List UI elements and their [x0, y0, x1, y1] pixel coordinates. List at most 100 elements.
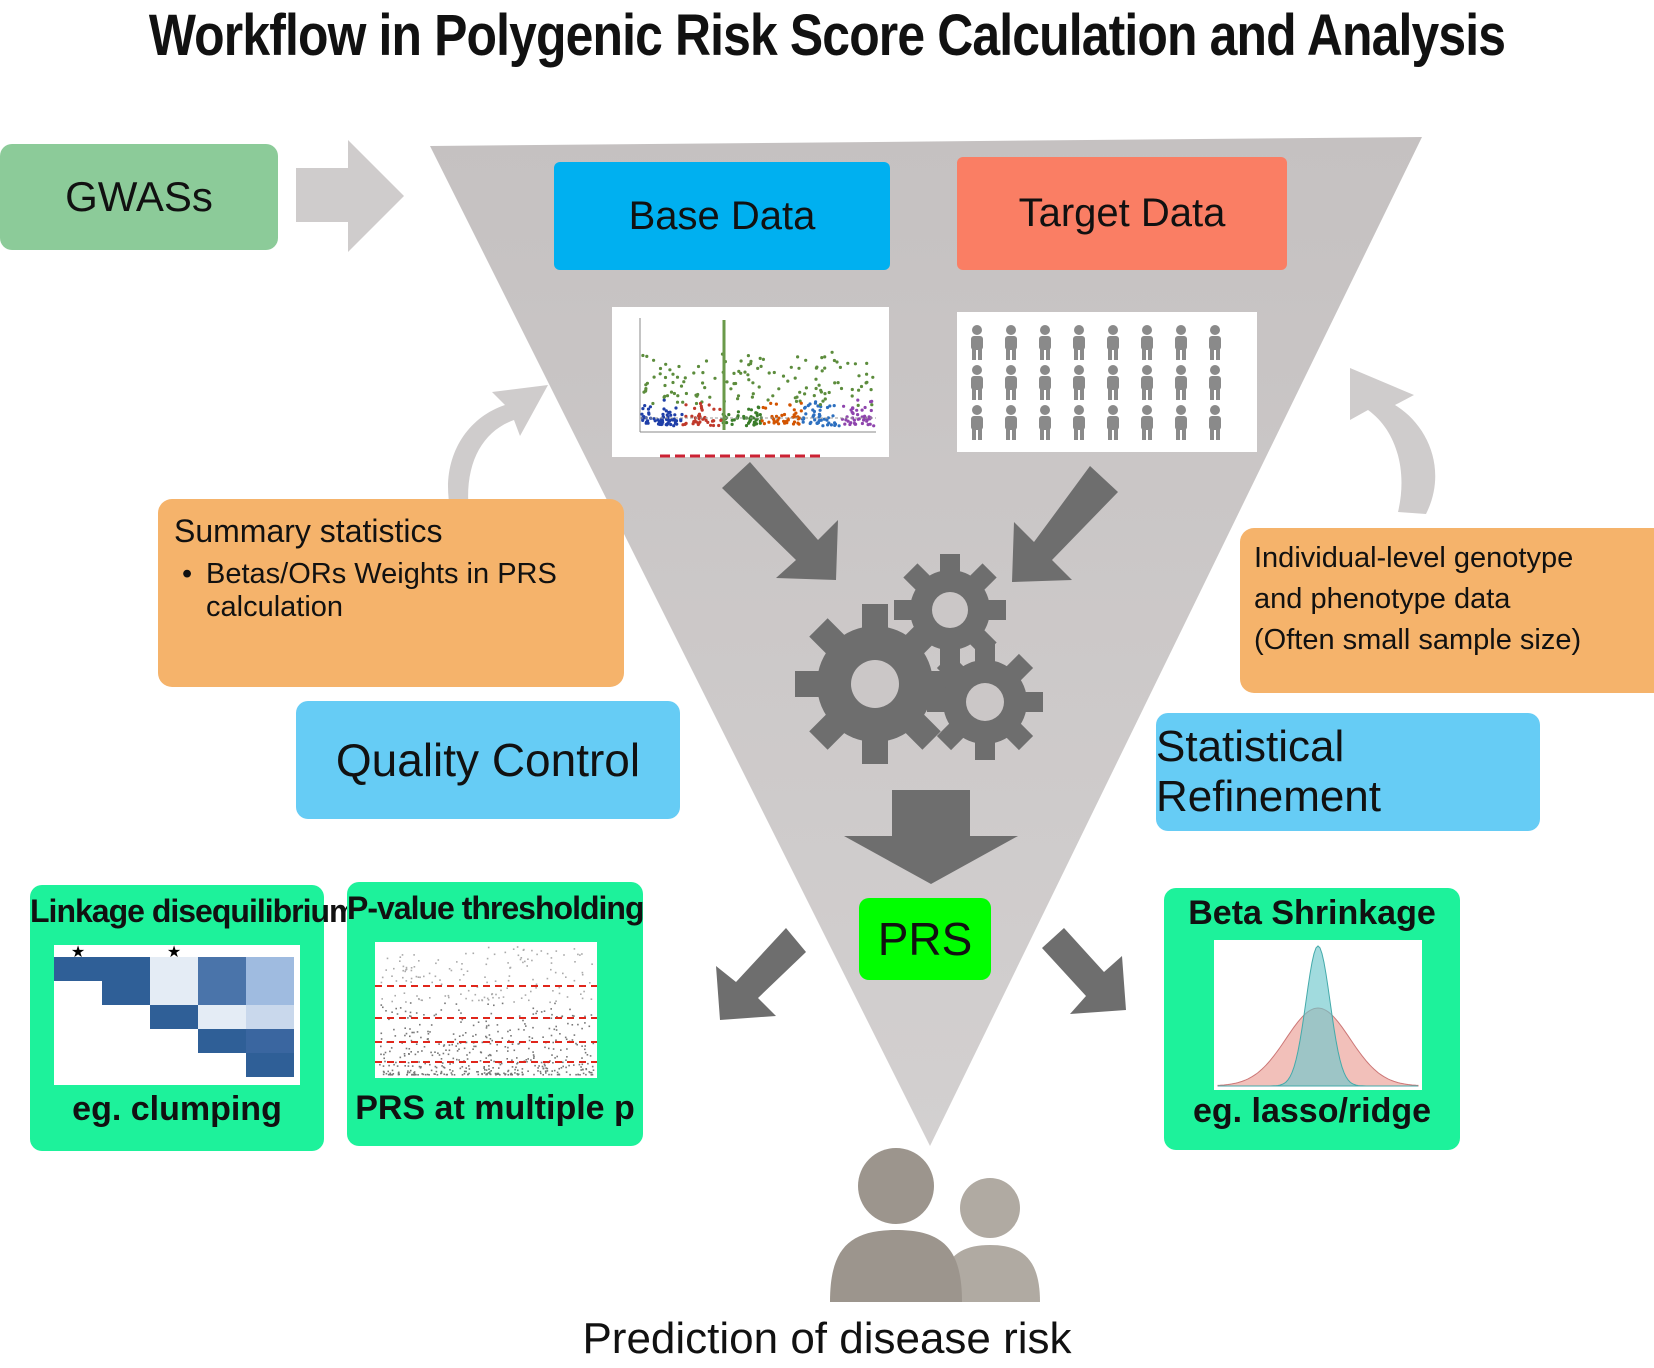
pvalue-point — [558, 986, 561, 989]
pvalue-point — [504, 951, 507, 954]
manhattan-point — [850, 387, 854, 392]
pvalue-point — [550, 1073, 553, 1076]
manhattan-point — [865, 419, 869, 423]
pvalue-point — [555, 1000, 557, 1002]
pvalue-point — [458, 1009, 460, 1011]
pvalue-point — [485, 963, 488, 966]
manhattan-point — [730, 422, 734, 426]
pvalue-point — [584, 1022, 586, 1024]
pvalue-point — [406, 1073, 408, 1076]
pvalue-point — [524, 994, 527, 996]
pvalue-point — [546, 977, 549, 980]
pvalue-point — [395, 980, 398, 982]
pvalue-point — [484, 1069, 486, 1071]
pvalue-point — [584, 1045, 586, 1047]
manhattan-point — [796, 355, 800, 359]
manhattan-point — [803, 406, 807, 410]
pvalue-point — [532, 978, 534, 981]
pvalue-point — [395, 1007, 397, 1010]
manhattan-point — [672, 391, 677, 396]
pvalue-point — [563, 954, 565, 956]
manhattan-point — [814, 400, 818, 404]
manhattan-point — [755, 413, 759, 418]
pvalue-point — [409, 1002, 412, 1004]
pvalue-point — [507, 1030, 509, 1033]
manhattan-point — [690, 414, 694, 418]
pvalue-point — [415, 1012, 418, 1014]
pvalue-point — [434, 1073, 436, 1075]
pvalue-point — [405, 1032, 408, 1035]
manhattan-point — [663, 375, 668, 380]
manhattan-point — [829, 423, 834, 427]
manhattan-point — [736, 397, 740, 401]
person-icon — [971, 365, 983, 400]
manhattan-point — [644, 388, 648, 393]
manhattan-point — [850, 394, 854, 398]
manhattan-point — [818, 408, 822, 412]
manhattan-point — [732, 371, 736, 375]
pvalue-point — [481, 1073, 483, 1075]
pvalue-point — [451, 1073, 453, 1076]
pvalue-point — [420, 999, 423, 1001]
pvalue-point — [441, 1062, 444, 1064]
pvalue-point — [390, 1047, 393, 1049]
pvalue-point — [408, 1071, 411, 1074]
pvalue-point — [383, 1071, 385, 1074]
pvalue-point — [537, 1070, 539, 1072]
manhattan-point — [698, 401, 703, 406]
pvalue-point — [436, 1074, 439, 1076]
pvalue-point — [483, 1072, 486, 1074]
pvalue-point — [389, 1072, 392, 1075]
pvalue-point — [384, 1060, 386, 1063]
pvalue-point — [573, 1015, 575, 1017]
person-icon — [1107, 365, 1119, 400]
pvalue-point — [591, 1065, 594, 1068]
pvalue-point — [565, 976, 567, 978]
manhattan-point — [683, 376, 687, 380]
person-icon — [1209, 325, 1221, 360]
pvalue-point — [575, 1073, 577, 1076]
manhattan-point — [786, 379, 790, 383]
pvalue-point — [510, 1035, 512, 1037]
pvalue-point — [405, 980, 408, 982]
pvalue-point — [511, 1043, 514, 1045]
manhattan-point — [817, 383, 821, 387]
pvalue-point — [463, 1070, 466, 1073]
pvalue-point — [487, 1024, 490, 1027]
manhattan-point — [860, 421, 865, 426]
pvalue-point — [483, 1066, 485, 1068]
pvalue-point — [483, 1067, 485, 1069]
pvalue-point — [443, 1073, 445, 1076]
manhattan-point — [673, 413, 677, 417]
pvalue-point — [391, 1069, 394, 1072]
pvalue-point — [468, 1072, 470, 1075]
manhattan-point — [669, 422, 673, 427]
pvalue-point — [540, 1072, 542, 1075]
person-icon — [1209, 365, 1221, 400]
pvalue-point — [418, 960, 420, 962]
pvalue-point — [498, 1067, 500, 1069]
pvalue-point — [542, 1067, 545, 1070]
pvalue-point — [551, 1054, 553, 1056]
person-icon — [1039, 405, 1051, 440]
manhattan-point — [749, 362, 753, 366]
pvalue-point — [523, 948, 525, 951]
pvalue-point — [540, 1011, 543, 1013]
manhattan-point — [777, 387, 781, 391]
pvalue-point — [452, 1033, 455, 1035]
pvalue-point — [413, 1072, 415, 1074]
pvalue-point — [443, 1067, 446, 1069]
pvalue-point — [391, 975, 393, 977]
pvalue-point — [517, 1074, 519, 1076]
pvalue-point — [573, 1034, 576, 1036]
svg-text:★: ★ — [71, 945, 85, 961]
manhattan-point — [712, 407, 716, 411]
manhattan-point — [808, 402, 812, 406]
manhattan-point — [709, 423, 713, 427]
manhattan-point — [761, 405, 765, 410]
manhattan-point — [866, 423, 870, 427]
manhattan-point — [718, 407, 722, 411]
pvalue-point — [422, 1073, 425, 1076]
pvalue-point — [450, 1072, 453, 1074]
pvalue-point — [440, 983, 443, 986]
